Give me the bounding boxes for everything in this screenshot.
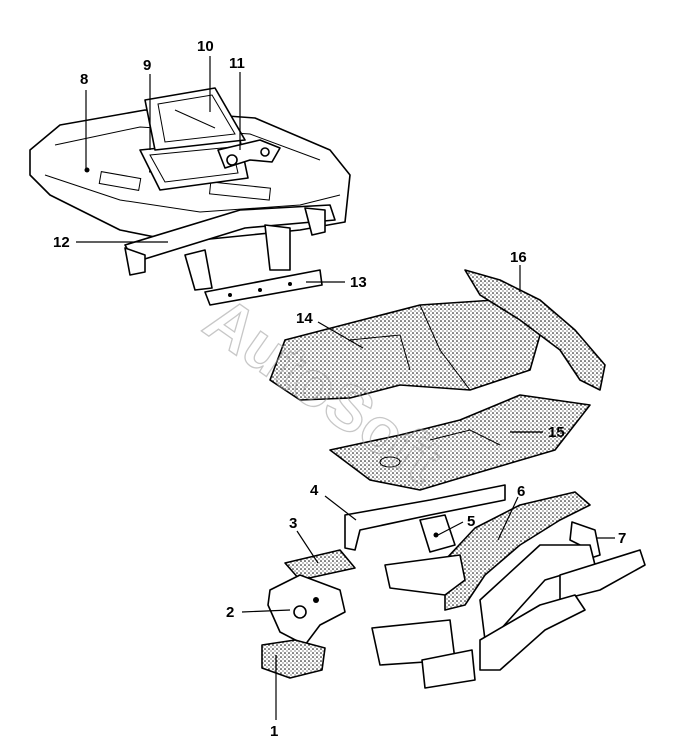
callout-15: 15	[548, 424, 565, 441]
callout-16: 16	[510, 249, 527, 266]
callout-14: 14	[296, 310, 313, 327]
sunroof-lid	[144, 87, 246, 151]
floor-long-member	[344, 484, 506, 551]
rear-floor-pan	[269, 299, 541, 401]
front-floor-pan	[329, 394, 591, 491]
callout-10: 10	[197, 38, 214, 55]
callout-13: 13	[350, 274, 367, 291]
callout-7: 7	[618, 530, 626, 547]
callout-12: 12	[53, 234, 70, 251]
inner-wheel-arch	[444, 491, 591, 611]
rear-side-rail	[464, 269, 606, 391]
support-bracket	[267, 574, 346, 646]
lower-sill-parts	[371, 544, 646, 689]
callout-2: 2	[226, 604, 234, 621]
roof-reinforcement	[204, 269, 323, 306]
callout-4: 4	[310, 482, 319, 499]
step-plate	[284, 549, 356, 581]
leader-lines	[76, 56, 615, 720]
callout-5: 5	[467, 513, 475, 530]
callout-8: 8	[80, 71, 88, 88]
step-bracket	[261, 639, 326, 679]
callout-3: 3	[289, 515, 297, 532]
floor-bracket	[419, 514, 456, 553]
callout-labels: 1 2 3 4 5 6 7 8 9 10 11 12 13 14 15 16	[53, 38, 626, 740]
callout-9: 9	[143, 57, 151, 74]
roof-bows	[124, 204, 336, 291]
callout-6: 6	[517, 483, 525, 500]
sunroof-hinge	[217, 139, 281, 169]
callout-11: 11	[229, 55, 245, 72]
callout-1: 1	[270, 723, 278, 740]
